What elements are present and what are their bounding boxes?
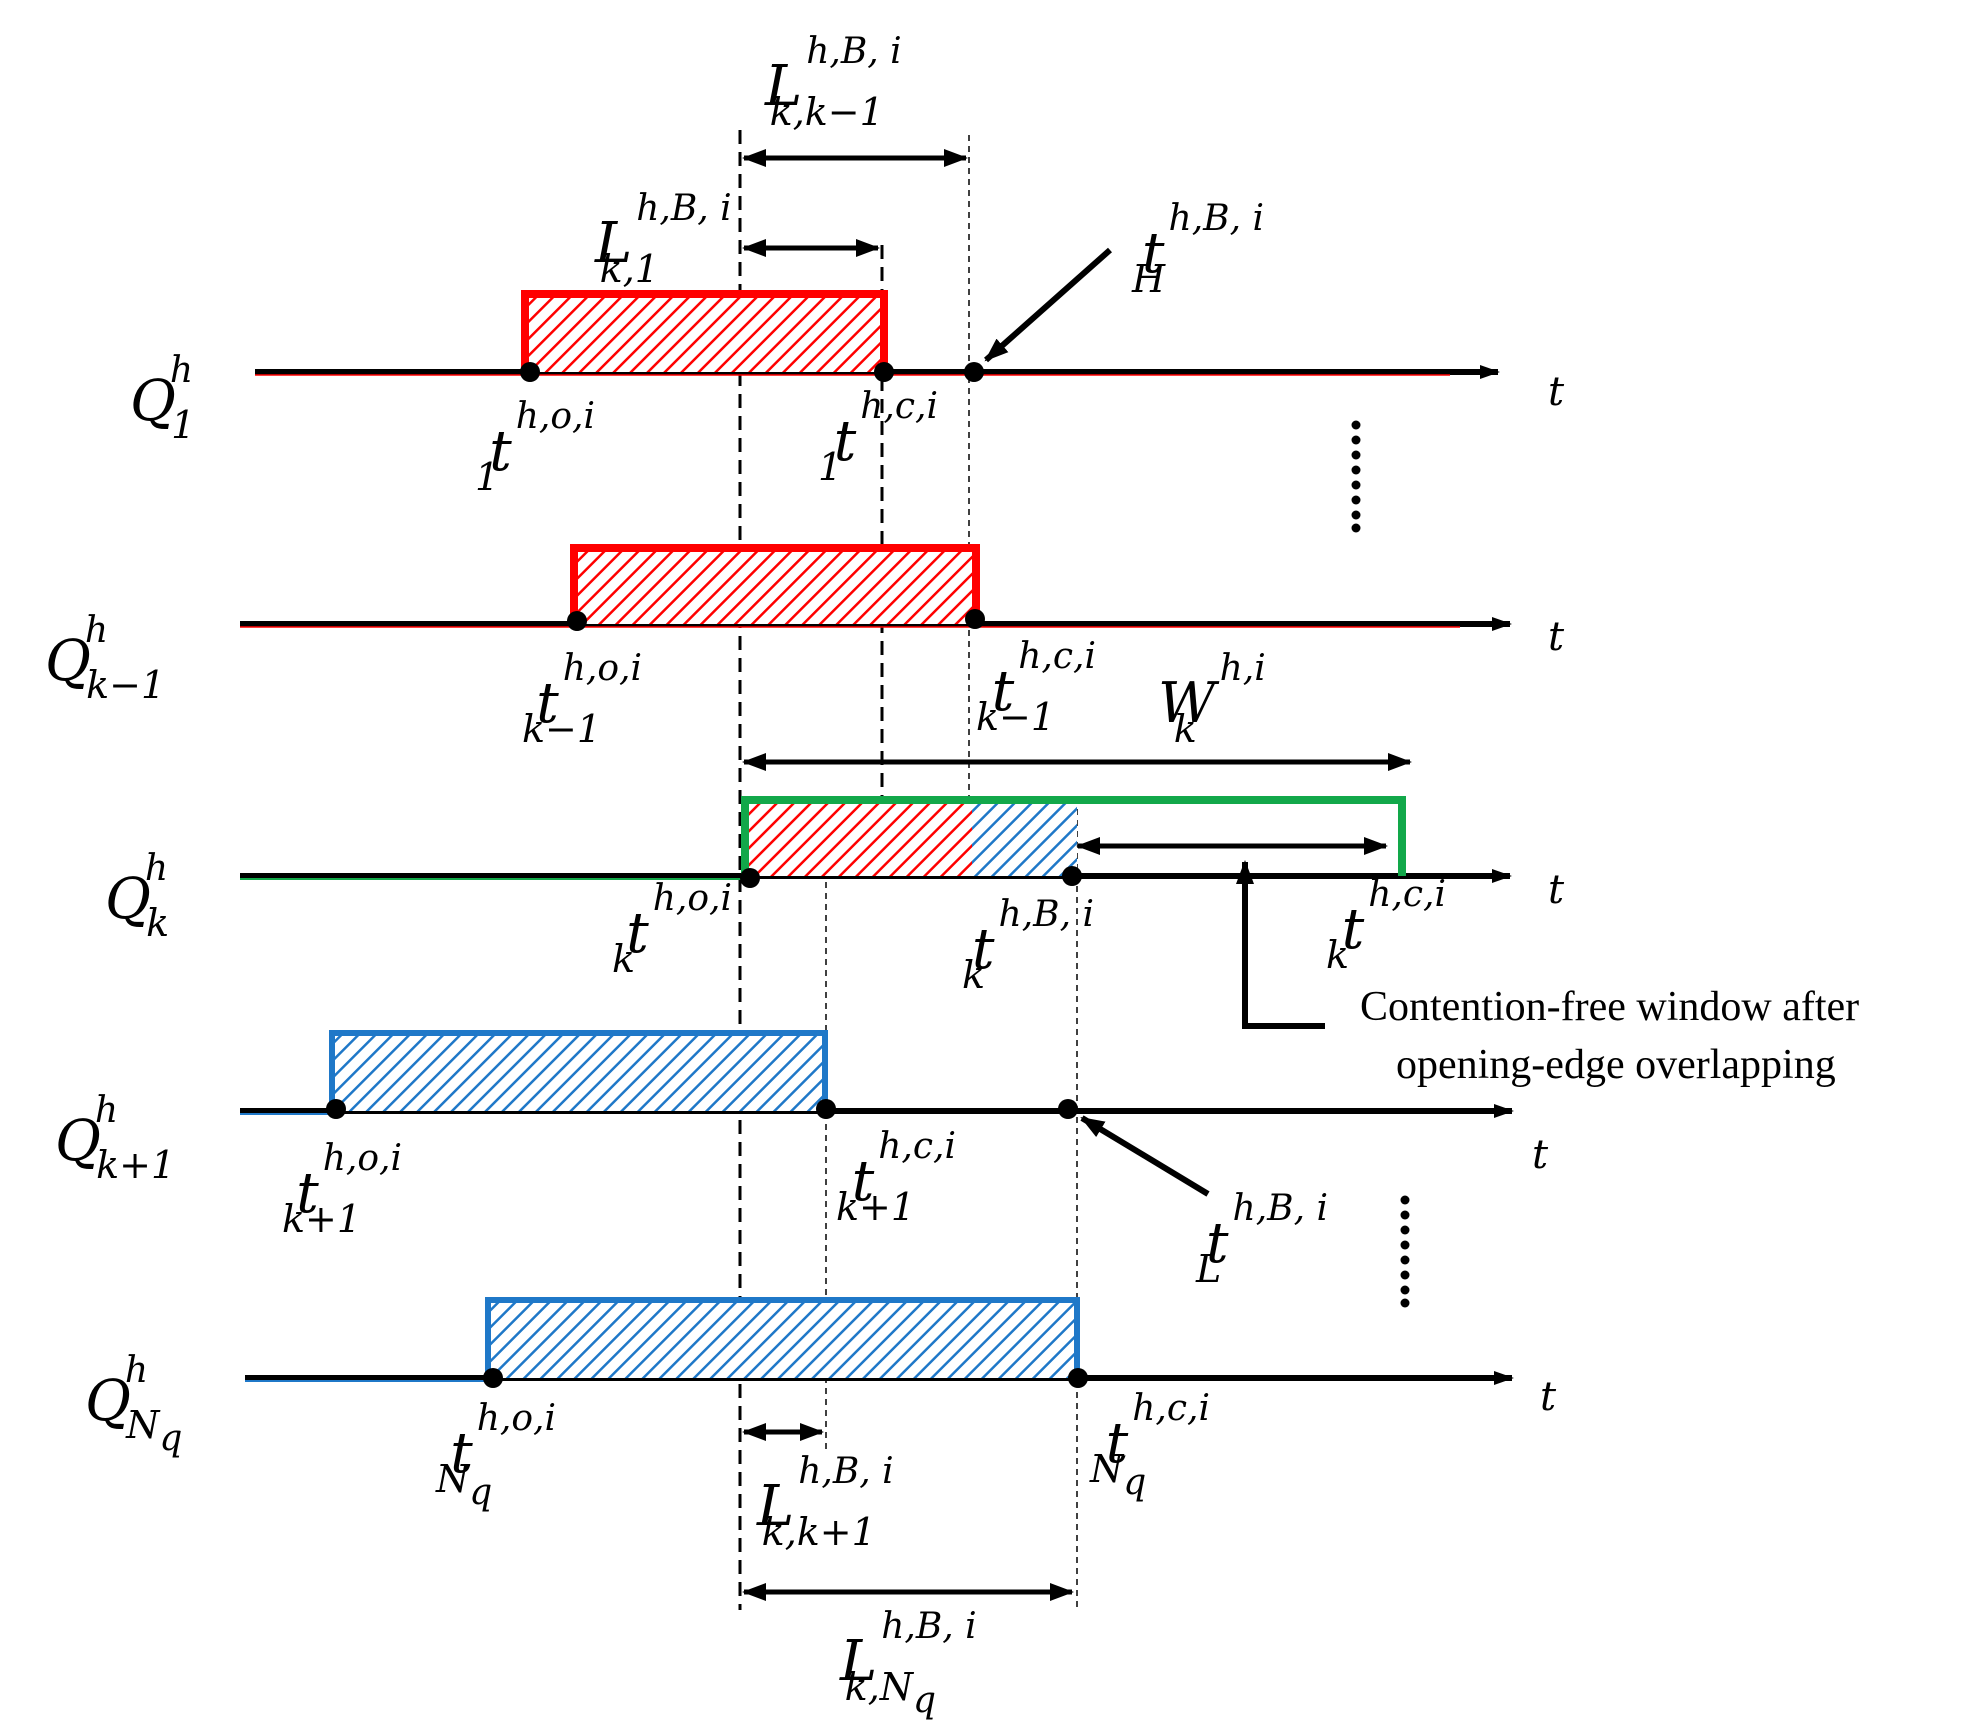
dot-tkp1-close xyxy=(816,1099,836,1119)
busy-block-qnq xyxy=(488,1300,1077,1378)
dot-tnq-open xyxy=(483,1368,503,1388)
row-qk xyxy=(240,796,1512,888)
busy-block-qk+1 xyxy=(332,1033,825,1111)
busy-outline-qk-1 xyxy=(570,544,980,624)
dot-tL xyxy=(1058,1099,1078,1119)
annotation-line2: opening-edge overlapping xyxy=(1396,1042,1836,1088)
contention-free-annotation: Contention-free window after opening-edg… xyxy=(1360,984,1859,1088)
busy-outline-qnq xyxy=(485,1297,1080,1378)
busy-outline-qk+1 xyxy=(329,1030,828,1111)
ellipsis-lower xyxy=(1400,1195,1410,1308)
axis-label-qnq: t xyxy=(1540,1374,1557,1420)
dot-tkp1-open xyxy=(326,1099,346,1119)
ellipsis-upper xyxy=(1351,420,1361,533)
axis-labels: t t t t t xyxy=(1532,369,1565,1420)
dot-tk1-open xyxy=(567,611,587,631)
dimension-arrows xyxy=(742,149,1412,1601)
dot-t1-open xyxy=(520,362,540,382)
annotation-line1: Contention-free window after xyxy=(1360,984,1859,1030)
dot-tnq-close xyxy=(1068,1368,1088,1388)
pointer-arrows xyxy=(984,247,1325,1197)
dot-tk1-close xyxy=(965,609,985,629)
ellipsis-marks xyxy=(1351,420,1410,1308)
busy-block-qk-1 xyxy=(574,548,976,624)
pointer-contention-free xyxy=(1236,860,1325,1029)
row-qk-1 xyxy=(240,544,1512,631)
dot-tk-open xyxy=(740,868,760,888)
busy-block-q1 xyxy=(525,294,884,372)
dot-tH xyxy=(964,362,984,382)
dot-t1-close xyxy=(874,362,894,382)
blue-portion-qk xyxy=(972,800,1077,876)
busy-outline-q1 xyxy=(521,290,888,372)
row-q1 xyxy=(255,290,1500,382)
row-qk+1 xyxy=(240,1030,1514,1119)
pointer-tL xyxy=(1080,1115,1210,1197)
axis-label-qk: t xyxy=(1548,867,1565,913)
red-portion-qk xyxy=(745,800,972,876)
pointer-tH xyxy=(984,247,1112,363)
row-qnq xyxy=(245,1297,1514,1388)
axis-label-q1: t xyxy=(1548,369,1565,415)
dot-tk-B xyxy=(1062,866,1082,886)
axis-label-qk+1: t xyxy=(1532,1132,1549,1178)
window-outline-qk xyxy=(741,796,1406,876)
axis-label-qk-1: t xyxy=(1548,614,1565,660)
